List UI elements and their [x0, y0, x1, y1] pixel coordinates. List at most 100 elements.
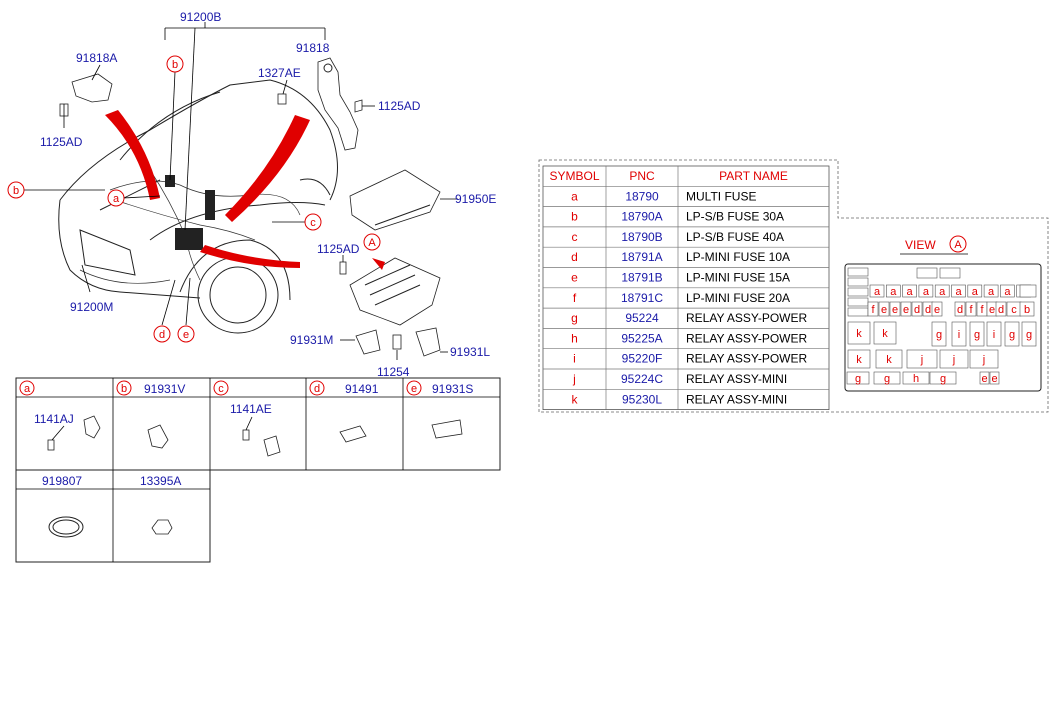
view-cell: [1019, 284, 1037, 298]
svg-text:b: b: [172, 59, 178, 71]
dashed-frame: [538, 159, 1049, 413]
view-cell-label: a: [939, 286, 946, 298]
svg-text:a: a: [113, 193, 120, 205]
table-cell-pnc: 18790: [625, 189, 659, 203]
table-cell-symbol: e: [571, 271, 578, 285]
svg-text:b: b: [13, 185, 19, 197]
table-cell-name: RELAY ASSY-MINI: [686, 392, 787, 406]
view-cell-label: a: [988, 286, 995, 298]
view-cell: [1019, 301, 1035, 317]
view-cell: [875, 349, 903, 369]
table-cell-symbol: f: [573, 291, 577, 305]
view-cell-label: e: [903, 304, 909, 316]
fuse-box-cover-drawing: [349, 169, 441, 231]
svg-text:A: A: [954, 239, 962, 251]
table-cell-name: RELAY ASSY-MINI: [686, 372, 787, 386]
view-cell-label: g: [1009, 329, 1015, 341]
symbol-c: c: [304, 213, 322, 231]
view-cell: [902, 284, 917, 298]
label-1327ae: 1327AE: [258, 66, 301, 80]
detail-cell-919807: 919807: [42, 474, 84, 538]
view-cell-label: g: [936, 329, 942, 341]
view-cell-label: k: [882, 328, 888, 340]
symbol-b-left: b: [7, 181, 25, 199]
table-header: SYMBOL: [549, 169, 599, 183]
symbol-a: a: [107, 189, 125, 207]
table-cell-name: RELAY ASSY-POWER: [686, 311, 807, 325]
symbol-b-top: b: [166, 55, 184, 73]
table-cell-pnc: 95224: [625, 311, 659, 325]
label-91200m: 91200M: [70, 300, 113, 314]
table-cell-pnc: 95225A: [621, 331, 662, 345]
detail-e-pnc: 91931S: [432, 382, 473, 396]
svg-text:A: A: [368, 237, 376, 249]
table-cell-name: RELAY ASSY-POWER: [686, 352, 807, 366]
view-cell-label: f: [980, 304, 984, 316]
view-cell: [902, 371, 930, 385]
view-cell: [929, 371, 957, 385]
table-cell-pnc: 18791A: [621, 250, 662, 264]
detail-cell-e: e 91931S: [406, 380, 473, 439]
view-cell: [847, 349, 871, 369]
svg-text:a: a: [24, 383, 31, 395]
detail-919807-pnc: 919807: [42, 474, 82, 488]
detail-cell-13395a: 13395A: [140, 474, 181, 535]
view-cell: [954, 301, 966, 317]
view-cell-label: a: [955, 286, 962, 298]
table-cell-pnc: 18791B: [621, 271, 662, 285]
table-cell-symbol: g: [571, 311, 578, 325]
svg-text:e: e: [411, 383, 417, 395]
symbol-e: e: [177, 325, 195, 343]
view-cell-label: k: [856, 354, 862, 366]
table-cell-name: LP-MINI FUSE 20A: [686, 291, 790, 305]
view-title: VIEW: [905, 238, 936, 252]
view-cell: [846, 371, 870, 385]
view-cell: [878, 301, 890, 317]
view-cell: [1021, 321, 1037, 347]
label-91950e: 91950E: [455, 192, 496, 206]
svg-text:b: b: [121, 383, 127, 395]
table-cell-pnc: 18790A: [621, 210, 662, 224]
detail-d-pnc: 91491: [345, 382, 379, 396]
table-cell-name: LP-S/B FUSE 40A: [686, 230, 784, 244]
view-cell-label: i: [958, 329, 960, 341]
table-cell-name: RELAY ASSY-POWER: [686, 331, 807, 345]
table-cell-symbol: c: [572, 230, 578, 244]
view-cell: [869, 284, 885, 298]
view-cell: [939, 349, 969, 369]
svg-text:d: d: [314, 383, 320, 395]
view-cell: [995, 301, 1007, 317]
view-cell: [900, 301, 912, 317]
bracket-91818-drawing: [277, 57, 363, 151]
view-cell-label: d: [957, 304, 963, 316]
view-cell-label: a: [923, 286, 930, 298]
table-cell-pnc: 95224C: [621, 372, 663, 386]
view-cell-label: h: [913, 373, 919, 385]
view-cell: [918, 284, 934, 298]
table-cell-pnc: 18791C: [621, 291, 663, 305]
view-cell-label: e: [934, 304, 940, 316]
view-cell: [889, 301, 901, 317]
view-cell: [969, 349, 999, 369]
view-cell: [989, 371, 1000, 385]
table-cell-pnc: 18790B: [621, 230, 662, 244]
view-cell: [1000, 284, 1015, 298]
view-cell-label: b: [1024, 304, 1030, 316]
view-cell: [1004, 321, 1020, 347]
label-91931m: 91931M: [290, 333, 333, 347]
view-cell: [931, 321, 947, 347]
view-cell: [885, 284, 901, 298]
view-cell-label: d: [998, 304, 1004, 316]
detail-c-sub: 1141AE: [230, 402, 272, 416]
detail-cell-b: b 91931V: [116, 380, 185, 449]
view-cell-label: k: [886, 354, 892, 366]
label-91818a: 91818A: [76, 51, 117, 65]
view-cell: [906, 349, 938, 369]
table-cell-symbol: h: [571, 331, 578, 345]
view-cell-label: a: [1004, 286, 1011, 298]
table-header: PNC: [629, 169, 655, 183]
detail-a-sub: 1141AJ: [34, 412, 74, 426]
view-cell-label: a: [907, 286, 914, 298]
svg-text:d: d: [159, 329, 165, 341]
